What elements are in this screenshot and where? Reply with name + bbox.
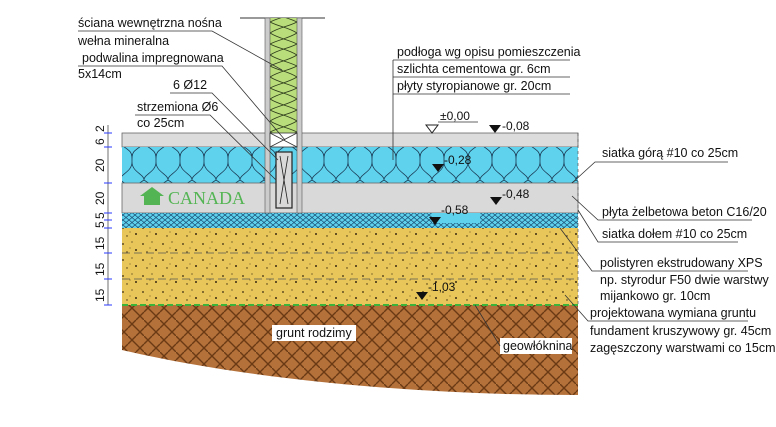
top-labels: podłoga wg opisu pomieszczenia szlichta … xyxy=(392,45,580,160)
svg-text:6: 6 xyxy=(93,138,107,145)
svg-text:-0,28: -0,28 xyxy=(444,153,472,167)
canada-logo: CANADA xyxy=(140,187,245,208)
svg-text:płyty styropianowe gr. 20cm: płyty styropianowe gr. 20cm xyxy=(397,79,551,93)
svg-text:szlichta cementowa gr. 6cm: szlichta cementowa gr. 6cm xyxy=(397,62,551,76)
xps-gap xyxy=(432,213,480,223)
svg-text:-1,03: -1,03 xyxy=(428,280,456,294)
right-labels: siatka górą #10 co 25cm płyta żelbetowa … xyxy=(559,146,775,355)
mineral-wool-wall xyxy=(270,18,297,133)
svg-text:siatka górą #10 co 25cm: siatka górą #10 co 25cm xyxy=(602,146,738,160)
svg-text:podłoga wg opisu pomieszczenia: podłoga wg opisu pomieszczenia xyxy=(397,45,580,59)
level-markers: ±0,00 -0,08 -0,28 -0,48 -0,58 -1,03 xyxy=(416,109,530,300)
screed-layer xyxy=(121,132,579,148)
svg-text:projektowana wymiana gruntu: projektowana wymiana gruntu xyxy=(590,306,756,320)
svg-text:płyta żelbetowa beton C16/20: płyta żelbetowa beton C16/20 xyxy=(602,205,767,219)
sand-fill-layer xyxy=(122,228,578,305)
svg-text:grunt rodzimy: grunt rodzimy xyxy=(276,326,352,340)
svg-text:fundament kruszywowy gr. 45cm: fundament kruszywowy gr. 45cm xyxy=(590,324,771,338)
svg-text:podwalina impregnowana: podwalina impregnowana xyxy=(82,51,224,65)
svg-text:mijankowo gr. 10cm: mijankowo gr. 10cm xyxy=(600,289,710,303)
svg-text:zagęszczony warstwami co 15cm: zagęszczony warstwami co 15cm xyxy=(590,341,775,355)
svg-text:-0,58: -0,58 xyxy=(441,203,469,217)
svg-text:15: 15 xyxy=(93,236,107,250)
svg-text:-0,08: -0,08 xyxy=(502,119,530,133)
svg-text:ściana wewnętrzna nośna: ściana wewnętrzna nośna xyxy=(78,16,222,30)
left-labels: ściana wewnętrzna nośna wełna mineralna … xyxy=(77,16,286,181)
svg-text:20: 20 xyxy=(93,158,107,172)
svg-text:wełna mineralna: wełna mineralna xyxy=(77,34,169,48)
svg-text:5: 5 xyxy=(93,221,107,228)
concrete-slab-layer xyxy=(121,182,579,214)
svg-text:20: 20 xyxy=(93,191,107,205)
svg-text:geowłóknina: geowłóknina xyxy=(503,339,573,353)
svg-text:6 Ø12: 6 Ø12 xyxy=(173,78,207,92)
svg-text:polistyren ekstrudowany XPS: polistyren ekstrudowany XPS xyxy=(600,256,763,270)
dimension-chain: 2 6 20 20 5 5 15 15 15 xyxy=(93,125,112,306)
svg-text:±0,00: ±0,00 xyxy=(440,109,470,123)
svg-text:15: 15 xyxy=(93,288,107,302)
svg-text:5: 5 xyxy=(93,212,107,219)
svg-text:2: 2 xyxy=(93,125,107,132)
svg-text:5x14cm: 5x14cm xyxy=(78,67,122,81)
svg-text:np. styrodur F50 dwie warstwy: np. styrodur F50 dwie warstwy xyxy=(600,273,770,287)
xps-layer xyxy=(122,213,578,228)
svg-text:siatka dołem #10 co 25cm: siatka dołem #10 co 25cm xyxy=(602,227,747,241)
native-soil-layer xyxy=(122,305,578,395)
svg-text:co 25cm: co 25cm xyxy=(137,116,184,130)
soil-labels: grunt rodzimy geowłóknina xyxy=(272,304,573,354)
svg-text:CANADA: CANADA xyxy=(168,188,245,208)
svg-text:-0,48: -0,48 xyxy=(502,187,530,201)
svg-text:15: 15 xyxy=(93,262,107,276)
eps-insulation-layer xyxy=(122,147,578,183)
svg-text:strzemiona Ø6: strzemiona Ø6 xyxy=(137,100,218,114)
